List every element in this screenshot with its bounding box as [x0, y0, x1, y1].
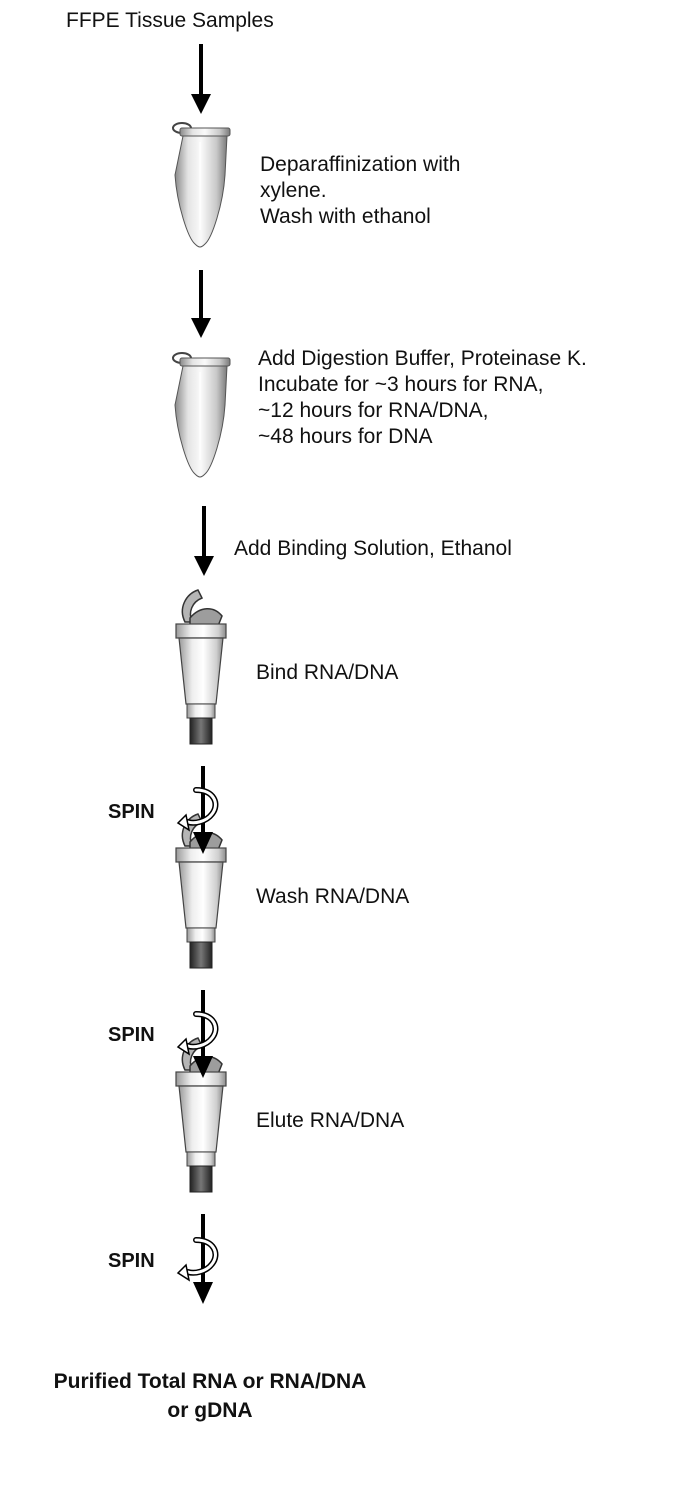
down-arrow-icon: [193, 766, 213, 854]
down-arrow-icon: [193, 1214, 213, 1304]
spin-label-2: SPIN: [108, 1024, 155, 1046]
step-elute-label: Elute RNA/DNA: [256, 1109, 405, 1132]
spin-label-1: SPIN: [108, 801, 155, 823]
title-label: FFPE Tissue Samples: [66, 9, 274, 32]
spin-column-icon: [175, 813, 227, 969]
rotation-arrow-icon: [176, 1237, 219, 1282]
spin-column-icon: [175, 589, 227, 745]
microcentrifuge-tube-icon: [172, 122, 231, 248]
step-bind-label: Bind RNA/DNA: [256, 661, 399, 684]
spin-label-3: SPIN: [108, 1250, 155, 1272]
result-label: Purified Total RNA or RNA/DNA or gDNA: [53, 1370, 367, 1422]
down-arrow-icon: [191, 44, 211, 114]
microcentrifuge-tube-icon: [172, 352, 231, 478]
down-arrow-icon: [194, 506, 214, 576]
step-wash-label: Wash RNA/DNA: [256, 885, 410, 908]
down-arrow-icon: [193, 990, 213, 1078]
step-digestion-label: Add Digestion Buffer, Proteinase K. Incu…: [258, 347, 587, 448]
step-deparaffinization-label: Deparaffinization with xylene. Wash with…: [260, 153, 461, 228]
step-binding-solution-label: Add Binding Solution, Ethanol: [234, 537, 512, 560]
rotation-arrow-icon: [176, 787, 219, 832]
down-arrow-icon: [191, 270, 211, 338]
rotation-arrow-icon: [176, 1011, 219, 1056]
